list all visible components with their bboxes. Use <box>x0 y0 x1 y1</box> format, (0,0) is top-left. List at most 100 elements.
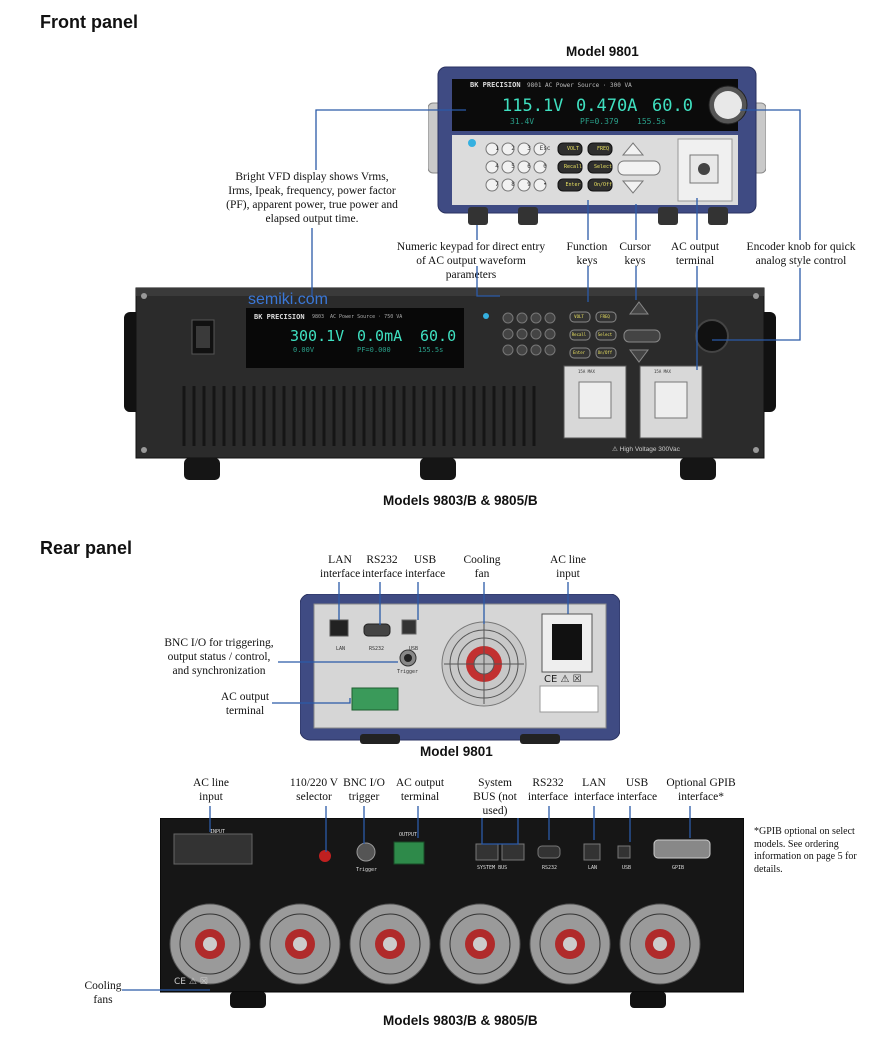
front-9801-frequency: 60.0 <box>652 96 693 116</box>
front-panel-heading: Front panel <box>40 12 138 32</box>
callout-rear-ac-output: AC output terminal <box>220 691 270 717</box>
svg-text:CE ⚠ ☒: CE ⚠ ☒ <box>544 674 582 685</box>
fn-select-button[interactable]: Select <box>597 332 613 337</box>
front-9803-subtitle: AC Power Source · 750 VA <box>330 314 403 320</box>
rear-9803-output-label: OUTPUT <box>399 832 418 838</box>
rear-9801-lan-label: LAN <box>336 646 346 652</box>
fn-freq-button[interactable]: FREQ <box>600 314 610 319</box>
front-9801-function-keys: VOLT FREQ Recall Select Enter On/Off <box>558 146 618 188</box>
front-9803-row2b: PF=0.000 <box>357 346 391 354</box>
front-9801-row2c: 155.5s <box>637 117 666 126</box>
fn-select-button[interactable]: Select <box>593 164 613 170</box>
callout-9803-lan: LAN interface <box>573 777 615 803</box>
rear-9803-trigger-label: Trigger <box>356 867 378 873</box>
fn-enter-button[interactable]: Enter <box>572 350 586 355</box>
front-9801-keypad: 1 2 3 Esc 4 5 6 0 7 8 9 • <box>489 145 550 188</box>
front-9803-illustration <box>124 287 776 480</box>
front-9803-model-no: 9803 <box>312 314 325 320</box>
rear-9801-illustration: CE ⚠ ☒ <box>299 593 621 744</box>
front-9801-voltage: 115.1V <box>502 96 564 116</box>
front-9803-device <box>124 286 776 484</box>
rear-9801-trigger-label: Trigger <box>397 669 419 675</box>
callout-9803-usb: USB interface <box>616 777 658 803</box>
rear-9803-input-label: INPUT <box>210 829 226 835</box>
front-9801-row2b: PF=0.379 <box>580 117 619 126</box>
callout-rear-rs232: RS232 interface <box>362 554 403 580</box>
callout-ac-output: AC output terminal <box>670 241 720 267</box>
watermark: semiki.com <box>248 291 329 308</box>
front-9803-row2a: 0.00V <box>293 346 315 354</box>
rear-9803-device: CE ⚠ ☒ <box>159 817 745 1010</box>
key-0[interactable]: 0 <box>543 163 547 170</box>
callout-rear-fan: Cooling fan <box>463 554 501 580</box>
front-9803-frequency: 60.0 <box>420 327 457 345</box>
warning-text: High Voltage 300Vac <box>619 446 680 453</box>
front-9801-row2a: 31.4V <box>510 117 535 126</box>
callout-9803-sysbus: System BUS (not used) <box>473 777 517 817</box>
key-8[interactable]: 8 <box>511 181 515 188</box>
callout-encoder: Encoder knob for quick analog style cont… <box>746 241 856 267</box>
rear-9801-caption: Model 9801 <box>420 744 493 759</box>
callout-9803-fans: Cooling fans <box>84 980 122 1006</box>
callout-rear-bnc: BNC I/O for triggering, output status / … <box>164 637 274 677</box>
key-dot[interactable]: • <box>543 181 547 188</box>
fn-onoff-button[interactable]: On/Off <box>597 350 613 355</box>
front-9801-caption: Model 9801 <box>566 44 639 59</box>
fn-enter-button[interactable]: Enter <box>565 182 581 188</box>
key-5[interactable]: 5 <box>511 163 515 170</box>
key-2[interactable]: 2 <box>511 145 515 152</box>
rear-9803-lan-label: LAN <box>588 865 598 871</box>
front-9801-subtitle: AC Power Source · 300 VA <box>545 82 632 89</box>
high-voltage-warning: ⚠ High Voltage 300Vac <box>612 445 680 453</box>
rear-9801-device: CE ⚠ ☒ <box>299 593 621 744</box>
warning-icon: ⚠ <box>612 446 620 453</box>
callout-9803-bnc: BNC I/O trigger <box>343 777 385 803</box>
gpib-footnote: *GPIB optional on select models. See ord… <box>754 826 857 875</box>
fn-recall-button[interactable]: Recall <box>571 332 587 337</box>
rear-9803-illustration: CE ⚠ ☒ <box>159 817 745 1008</box>
callout-9803-ac-input: AC line input <box>192 777 230 803</box>
outlet-label-left: 15A MAX <box>578 369 595 374</box>
fn-recall-button[interactable]: Recall <box>563 164 583 170</box>
callout-function-keys: Function keys <box>566 241 608 267</box>
rear-9803-gpib-label: GPIB <box>672 865 685 871</box>
outlet-label-right: 15A MAX <box>654 369 671 374</box>
fn-volt-button[interactable]: VOLT <box>574 314 584 319</box>
fn-onoff-button[interactable]: On/Off <box>593 182 613 188</box>
callout-display: Bright VFD display shows Vrms, Irms, Ipe… <box>226 171 398 225</box>
callout-cursor-keys: Cursor keys <box>619 241 651 267</box>
key-9[interactable]: 9 <box>527 181 531 188</box>
key-1[interactable]: 1 <box>495 145 499 152</box>
rear-9801-usb-label: USB <box>409 646 419 652</box>
callout-rear-lan: LAN interface <box>320 554 361 580</box>
front-9801-model-no: 9801 <box>527 82 542 89</box>
front-9801-current: 0.470A <box>576 96 638 116</box>
key-3[interactable]: 3 <box>527 145 531 152</box>
front-9801-illustration <box>427 66 767 225</box>
fn-volt-button[interactable]: VOLT <box>566 146 580 152</box>
callout-rear-ac-input: AC line input <box>549 554 587 580</box>
rear-9803-usb-label: USB <box>622 865 632 871</box>
key-6[interactable]: 6 <box>527 163 531 170</box>
key-esc[interactable]: Esc <box>539 145 551 152</box>
front-9803-function-keys: VOLT FREQ Recall Select Enter On/Off <box>566 314 620 355</box>
key-4[interactable]: 4 <box>495 163 499 170</box>
front-9803-row2c: 155.5s <box>418 346 444 354</box>
callout-9803-gpib: Optional GPIB interface* <box>666 777 736 803</box>
front-9803-brand: BK PRECISION <box>254 313 305 321</box>
callout-rear-usb: USB interface <box>405 554 446 580</box>
key-7[interactable]: 7 <box>495 181 499 188</box>
callout-9803-rs232: RS232 interface <box>527 777 569 803</box>
callout-9803-selector: 110/220 V selector <box>289 777 339 803</box>
front-9801-brand: BK PRECISION <box>470 81 521 89</box>
rear-9803-system-bus-label: SYSTEM BUS <box>477 865 508 871</box>
svg-text:CE ⚠ ☒: CE ⚠ ☒ <box>174 977 208 987</box>
front-9801-device <box>427 63 767 229</box>
front-9803-voltage: 300.1V <box>290 327 345 345</box>
fn-freq-button[interactable]: FREQ <box>596 146 610 152</box>
front-9803-current: 0.0mA <box>357 327 403 345</box>
front-9803-caption: Models 9803/B & 9805/B <box>383 493 538 508</box>
rear-9801-rs232-label: RS232 <box>369 646 385 652</box>
rear-9803-rs232-label: RS232 <box>542 865 558 871</box>
